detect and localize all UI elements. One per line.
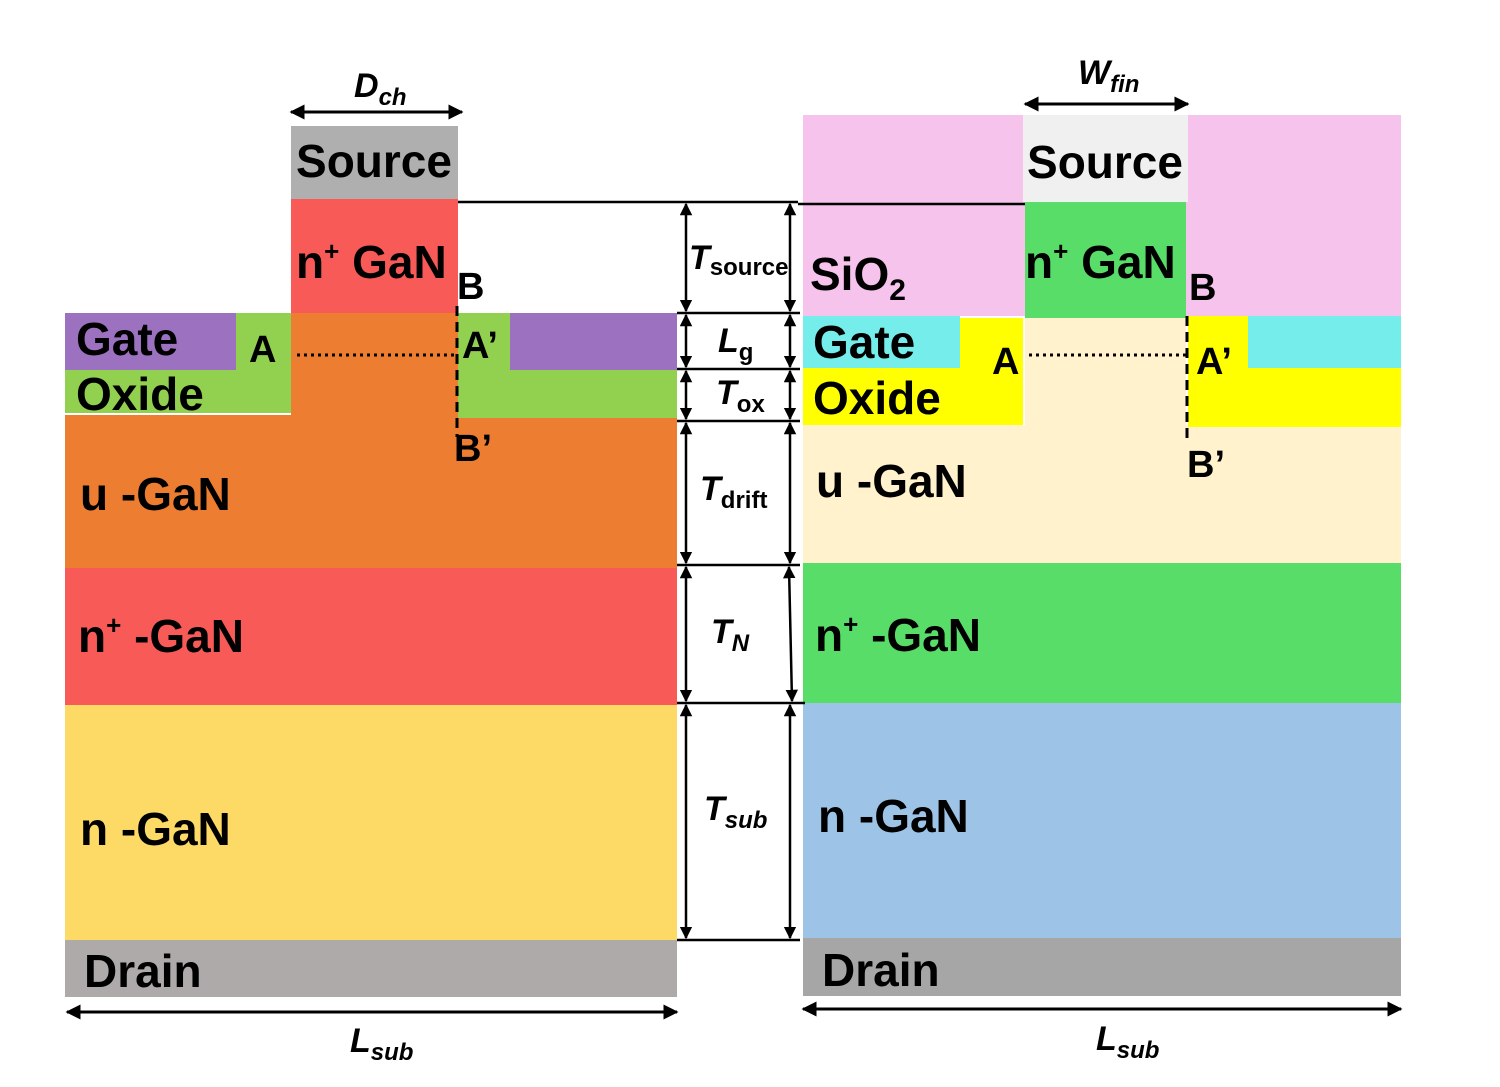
right-source-contact [1023,115,1188,202]
right-fin-cream [1025,318,1186,426]
right-sio2-label: SiO2 [810,248,906,307]
right-source-label: Source [1027,136,1183,188]
left-source-contact [291,126,458,199]
left-ugan-layer [65,415,677,568]
left-point-b-prime: B’ [454,428,492,470]
left-point-a: A [249,329,276,371]
left-source-label: Source [296,135,452,187]
left-point-a-prime: A’ [462,325,498,367]
tsub-label: Tsub [704,790,767,834]
tsource-label: Tsource [689,239,788,281]
right-nplus-gan-label: n+ -GaN [815,609,981,661]
right-drain-contact [803,938,1401,996]
right-oxide-left [803,318,1023,425]
right-device: Source n+ GaN SiO2 Gate Oxide u -GaN n+ … [801,54,1403,1064]
dimension-annotations: Tsource Lg Tox Tdrift TN Tsub [458,200,1025,942]
left-oxide-right [458,313,677,418]
right-gate-label: Gate [813,316,915,368]
right-nplus-gan-cap-label: n+ GaN [1025,236,1176,288]
right-lsub-label: Lsub [1096,1020,1159,1064]
right-gate-right [1248,316,1401,368]
right-drain-label: Drain [822,944,940,996]
left-nplus-gan-cap-label: n+ GaN [296,236,447,288]
left-ugan-label: u -GaN [80,468,231,520]
right-wfin-label: Wfin [1078,54,1139,98]
right-ugan-label: u -GaN [816,455,967,507]
left-pillar-orange [291,313,458,418]
right-ngan-substrate [803,703,1401,938]
left-dch-label: Dch [354,67,407,111]
right-point-a-prime: A’ [1196,341,1232,383]
right-nplus-gan-cap [1025,202,1186,318]
left-point-b: B [457,266,484,308]
left-gate-label: Gate [76,313,178,365]
left-lsub-label: Lsub [350,1022,413,1066]
right-oxide-label: Oxide [813,372,941,424]
left-gate-right [510,313,677,370]
left-nplus-gan-cap [291,199,458,313]
left-ngan-substrate [65,705,677,940]
lg-label: Lg [718,322,753,366]
left-drain-contact [65,940,677,997]
right-point-a: A [992,341,1019,383]
left-oxide-label: Oxide [76,368,204,420]
tdrift-label: Tdrift [700,470,767,514]
left-oxide-left [65,313,291,413]
right-point-b-prime: B’ [1187,444,1225,486]
tox-label: Tox [716,374,765,418]
left-gate-left [65,313,236,370]
left-nplus-gan-label: n+ -GaN [78,610,244,662]
right-nplus-gan-layer [803,563,1401,703]
right-gate-left [803,316,960,368]
left-drain-label: Drain [84,945,202,997]
left-ngan-label: n -GaN [80,803,231,855]
left-device: Source n+ GaN Gate Oxide u -GaN n+ -GaN … [65,67,679,1066]
right-oxide-right [1188,316,1401,427]
tn-label: TN [711,613,750,657]
left-nplus-gan-layer [65,568,677,705]
right-ngan-label: n -GaN [818,790,969,842]
tn-arrow-right [783,565,798,703]
right-ugan-layer [803,425,1401,563]
right-point-b: B [1189,267,1216,309]
